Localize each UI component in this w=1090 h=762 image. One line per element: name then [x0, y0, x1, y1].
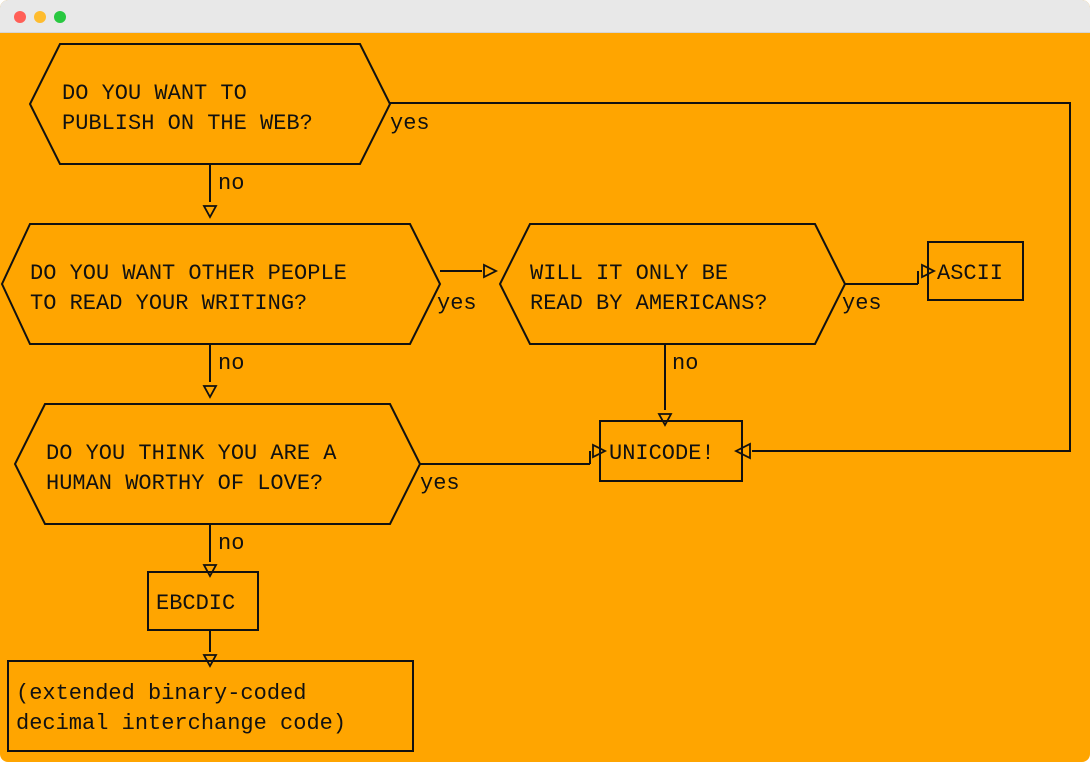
edge-label-yes: yes: [420, 471, 460, 496]
decision-text-line1: DO YOU WANT TO: [62, 81, 247, 106]
zoom-window-button[interactable]: [54, 11, 66, 23]
description-line1: (extended binary-coded: [16, 681, 306, 706]
edge-label-yes: yes: [390, 111, 430, 136]
result-label: ASCII: [937, 261, 1003, 286]
edge-q1-yes: [390, 102, 1071, 452]
minimize-window-button[interactable]: [34, 11, 46, 23]
decision-text-line2: PUBLISH ON THE WEB?: [62, 111, 313, 136]
edge-label-no: no: [218, 351, 244, 376]
decision-text-line2: TO READ YOUR WRITING?: [30, 291, 307, 316]
decision-only-americans: WILL IT ONLY BE READ BY AMERICANS?: [498, 223, 847, 345]
result-label: UNICODE!: [609, 441, 715, 466]
result-unicode: UNICODE!: [599, 420, 743, 482]
ebcdic-description: (extended binary-coded decimal interchan…: [7, 660, 414, 752]
edge-label-no: no: [218, 531, 244, 556]
arrowhead-down-icon: [657, 413, 673, 427]
decision-others-read: DO YOU WANT OTHER PEOPLE TO READ YOUR WR…: [0, 223, 442, 345]
result-box: [927, 241, 1024, 301]
title-bar: [0, 0, 1090, 33]
arrowhead-right-icon: [921, 263, 937, 279]
decision-hexagon: [28, 43, 392, 165]
result-box: [599, 420, 743, 482]
decision-text-line1: DO YOU THINK YOU ARE A: [46, 441, 337, 466]
description-box: [7, 660, 414, 752]
arrowhead-down-icon: [202, 564, 218, 578]
result-ascii: ASCII: [927, 241, 1024, 301]
arrowhead-down-icon: [202, 385, 218, 399]
decision-text-line2: READ BY AMERICANS?: [530, 291, 768, 316]
decision-hexagon: [13, 403, 422, 525]
arrowhead-right-icon: [483, 263, 499, 279]
result-box: [147, 571, 259, 631]
decision-worthy-of-love: DO YOU THINK YOU ARE A HUMAN WORTHY OF L…: [13, 403, 422, 525]
flowchart: DO YOU WANT TO PUBLISH ON THE WEB? DO YO…: [0, 43, 1071, 752]
arrowhead-right-icon: [592, 443, 608, 459]
result-ebcdic: EBCDIC: [147, 571, 259, 631]
edge-label-yes: yes: [437, 291, 477, 316]
decision-hexagon: [0, 223, 442, 345]
decision-text-line1: DO YOU WANT OTHER PEOPLE: [30, 261, 347, 286]
decision-text-line1: WILL IT ONLY BE: [530, 261, 728, 286]
edge-label-no: no: [218, 171, 244, 196]
decision-text-line2: HUMAN WORTHY OF LOVE?: [46, 471, 323, 496]
flowchart-canvas: DO YOU WANT TO PUBLISH ON THE WEB? DO YO…: [0, 32, 1090, 762]
result-label: EBCDIC: [156, 591, 235, 616]
close-window-button[interactable]: [14, 11, 26, 23]
edge-label-yes: yes: [842, 291, 882, 316]
decision-hexagon: [498, 223, 847, 345]
edge-label-no: no: [672, 351, 698, 376]
arrowhead-down-icon: [202, 654, 218, 668]
arrowhead-left-icon: [733, 442, 751, 460]
description-line2: decimal interchange code): [16, 711, 346, 736]
decision-publish-web: DO YOU WANT TO PUBLISH ON THE WEB?: [28, 43, 392, 165]
arrowhead-down-icon: [202, 205, 218, 219]
